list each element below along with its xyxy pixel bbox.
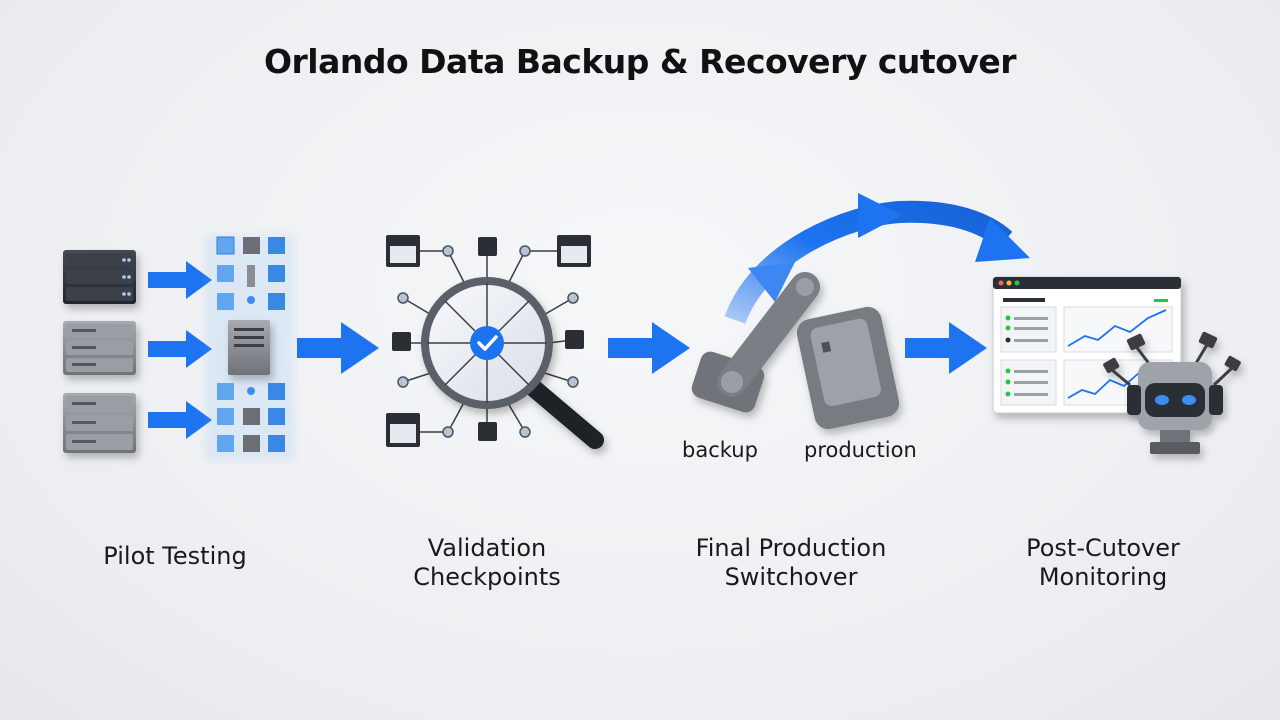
stage-label-validation-checkpoints: Validation Checkpoints bbox=[372, 534, 602, 592]
validation-checkpoints-illustration bbox=[386, 235, 604, 449]
switch-label-backup: backup bbox=[682, 438, 758, 462]
stage-label-line: Post-Cutover bbox=[1026, 534, 1180, 562]
stage-label-final-production-switchover: Final Production Switchover bbox=[660, 534, 922, 592]
magnifier-check-icon bbox=[421, 277, 604, 449]
arrow-right-icon bbox=[608, 322, 690, 374]
page-title: Orlando Data Backup & Recovery cutover bbox=[263, 42, 1017, 81]
lever-switch-icon bbox=[691, 272, 820, 413]
curved-arrow-icon bbox=[724, 193, 1030, 325]
stage-label-pilot-testing: Pilot Testing bbox=[60, 542, 290, 571]
rocker-switch-icon bbox=[796, 306, 900, 430]
pilot-node-grid bbox=[205, 235, 295, 460]
server-rack-icon bbox=[63, 321, 136, 375]
server-rack-icon bbox=[63, 393, 136, 453]
switchover-illustration bbox=[691, 193, 1030, 430]
stage-label-line: Pilot Testing bbox=[103, 542, 247, 570]
stage-label-line: Switchover bbox=[724, 563, 858, 591]
arrow-right-icon bbox=[905, 322, 987, 374]
checkpoint-panel bbox=[386, 235, 591, 447]
stage-label-line: Final Production bbox=[695, 534, 887, 562]
server-rack-icon bbox=[63, 250, 136, 304]
stage-label-post-cutover-monitoring: Post-Cutover Monitoring bbox=[988, 534, 1218, 592]
stage-label-line: Validation bbox=[427, 534, 547, 562]
pilot-testing-illustration bbox=[63, 235, 295, 460]
monitoring-illustration bbox=[992, 276, 1241, 454]
dashboard-icon bbox=[992, 276, 1182, 414]
switch-label-production: production bbox=[804, 438, 917, 462]
robot-icon bbox=[1103, 331, 1241, 454]
arrow-right-icon bbox=[148, 261, 212, 439]
stage-label-line: Checkpoints bbox=[413, 563, 561, 591]
arrow-right-icon bbox=[297, 322, 379, 374]
stage-label-line: Monitoring bbox=[1038, 563, 1168, 591]
